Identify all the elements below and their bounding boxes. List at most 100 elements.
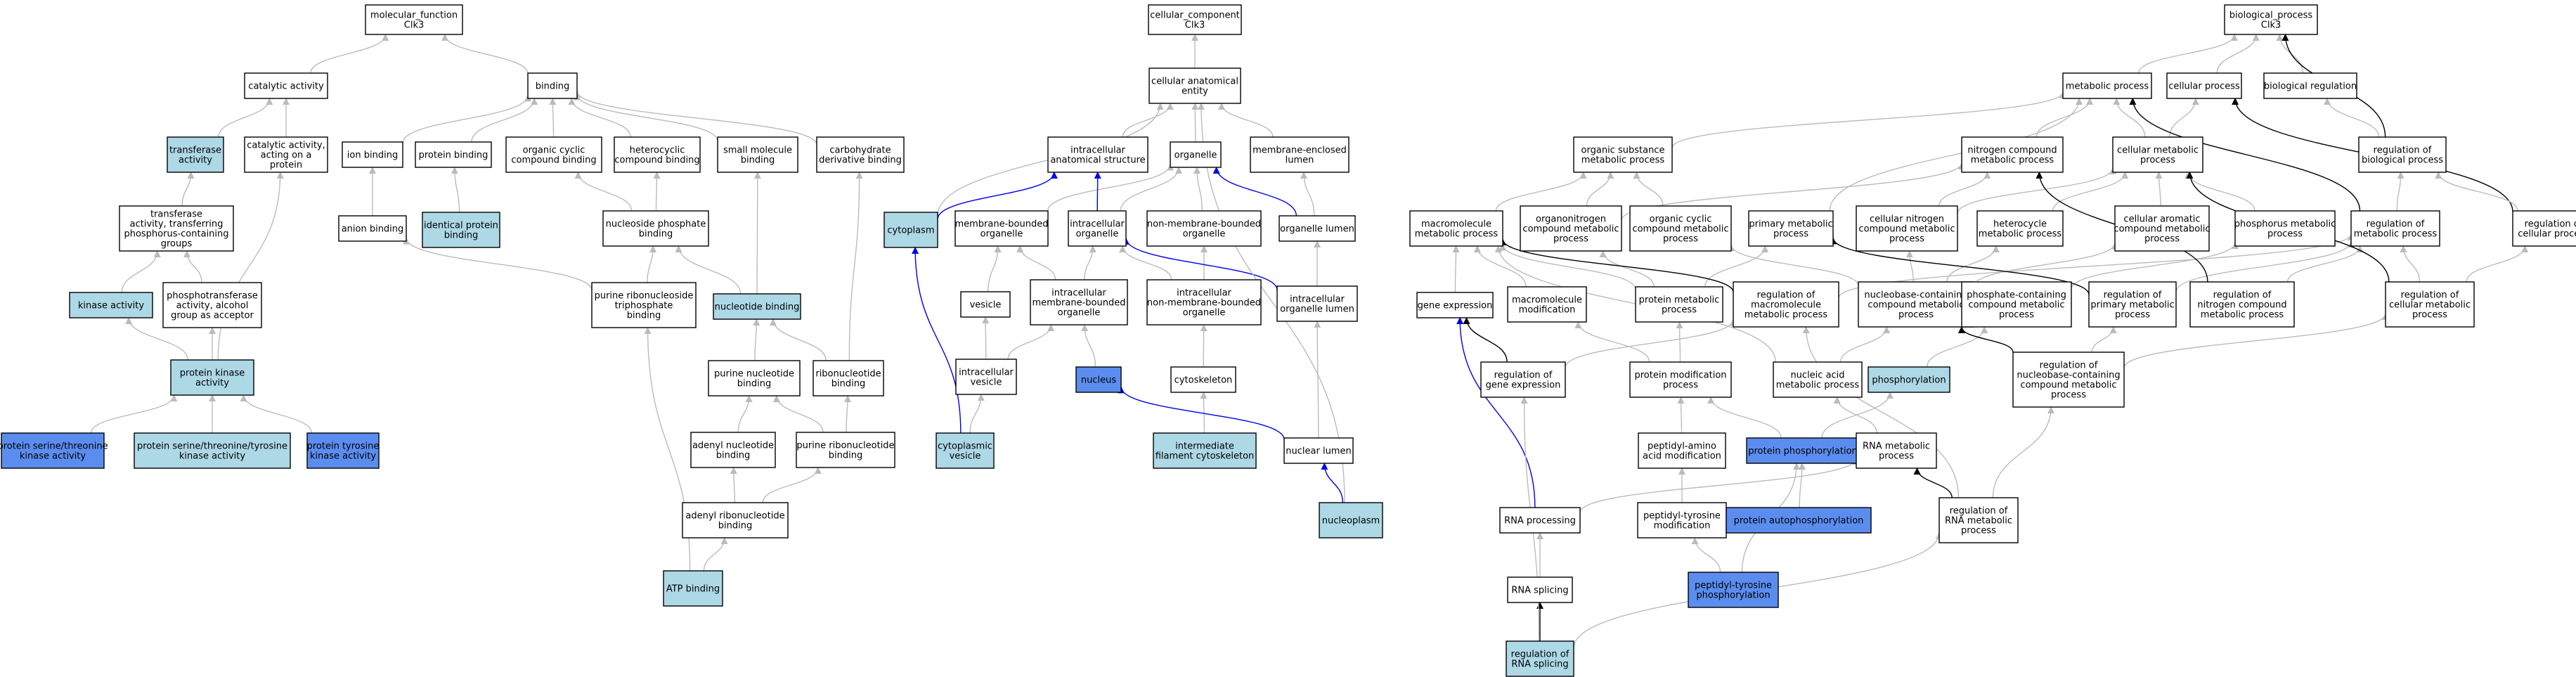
node-bioreg[interactable]: biological regulation xyxy=(2263,72,2357,99)
node-phosph[interactable]: phosphorylation xyxy=(1868,366,1950,393)
node-box xyxy=(1276,285,1358,322)
node-organelle[interactable]: organelle xyxy=(1170,141,1222,168)
node-nucleoplasm[interactable]: nucleoplasm xyxy=(1319,502,1383,539)
node-cyto[interactable]: cytoplasm xyxy=(884,212,938,248)
node-nlumen[interactable]: nuclear lumen xyxy=(1283,437,1354,464)
node-label-line: metabolic process xyxy=(1581,155,1665,166)
node-ionb[interactable]: ion binding xyxy=(342,141,403,168)
node-label-line: compound metabolic xyxy=(1632,224,1728,235)
node-nucb[interactable]: nucleotide binding xyxy=(713,293,801,320)
node-protphos[interactable]: protein phosphorylation xyxy=(1746,437,1860,464)
node-kinase[interactable]: kinase activity xyxy=(69,292,153,318)
node-anionb[interactable]: anion binding xyxy=(338,215,407,242)
node-cellp[interactable]: cellular process xyxy=(2166,72,2242,99)
node-inmbo[interactable]: intracellularnon-membrane-boundedorganel… xyxy=(1146,279,1262,325)
node-label-line: intracellular xyxy=(959,368,1014,378)
node-olumen[interactable]: organelle lumen xyxy=(1279,215,1356,242)
node-regnbcm[interactable]: regulation ofnucleobase-containingcompou… xyxy=(2012,352,2125,408)
node-nucleus[interactable]: nucleus xyxy=(1075,366,1122,393)
node-cytosk[interactable]: cytoskeleton xyxy=(1170,366,1236,393)
node-protb[interactable]: protein binding xyxy=(415,141,492,168)
edge-nbcm-to-hetm xyxy=(1946,245,2000,283)
node-cat[interactable]: catalytic activity xyxy=(244,72,328,99)
node-geneexp[interactable]: gene expression xyxy=(1416,292,1494,318)
node-bind[interactable]: binding xyxy=(527,72,578,99)
edge-purnucb-to-nucb xyxy=(753,318,760,361)
node-atpb[interactable]: ATP binding xyxy=(663,570,723,607)
node-label-line: binding xyxy=(639,229,673,240)
node-rnaproc[interactable]: RNA processing xyxy=(1499,507,1581,534)
node-sttk[interactable]: protein serine/threonine/tyrosinekinase … xyxy=(134,432,291,469)
node-vesicle[interactable]: vesicle xyxy=(960,291,1011,318)
node-rnasplice[interactable]: RNA splicing xyxy=(1507,576,1573,603)
node-autophos[interactable]: protein autophosphorylation xyxy=(1726,507,1872,534)
node-metab[interactable]: metabolic process xyxy=(2062,72,2152,99)
node-label-line: binding xyxy=(737,379,771,389)
